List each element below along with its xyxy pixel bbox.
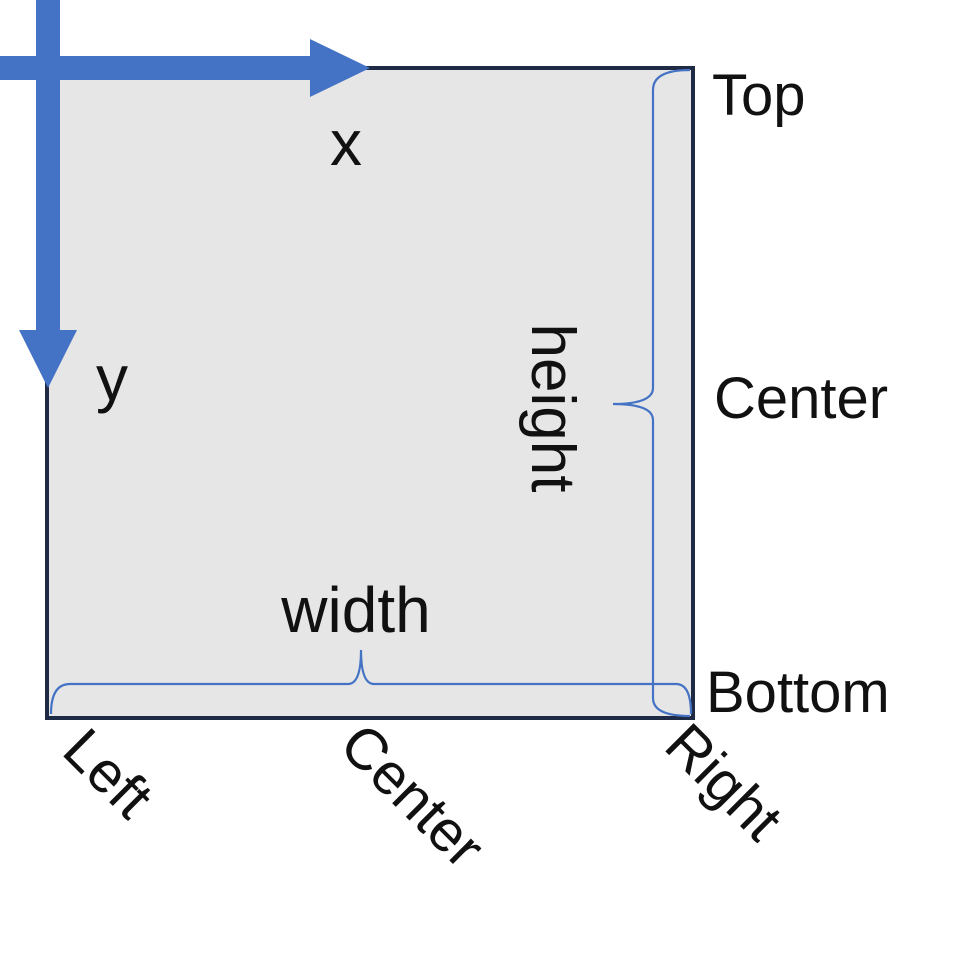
bounding-box — [45, 66, 695, 720]
y-axis-label: y — [96, 342, 128, 414]
y-axis-arrowhead — [19, 330, 77, 388]
anchor-left-label: Left — [51, 716, 165, 830]
anchor-bottom-label: Bottom — [706, 660, 890, 725]
anchor-horizontal-center-label: Center — [328, 711, 497, 880]
x-axis-arrowhead — [310, 39, 370, 97]
x-axis-label: x — [330, 107, 362, 179]
anchor-top-label: Top — [712, 63, 806, 128]
width-label: width — [280, 574, 430, 646]
anchor-vertical-center-label: Center — [714, 366, 888, 431]
height-bracket — [612, 68, 691, 718]
height-label: height — [518, 324, 587, 493]
width-bracket — [49, 649, 693, 715]
anchor-right-label: Right — [653, 711, 795, 853]
y-axis-shaft — [36, 0, 60, 338]
